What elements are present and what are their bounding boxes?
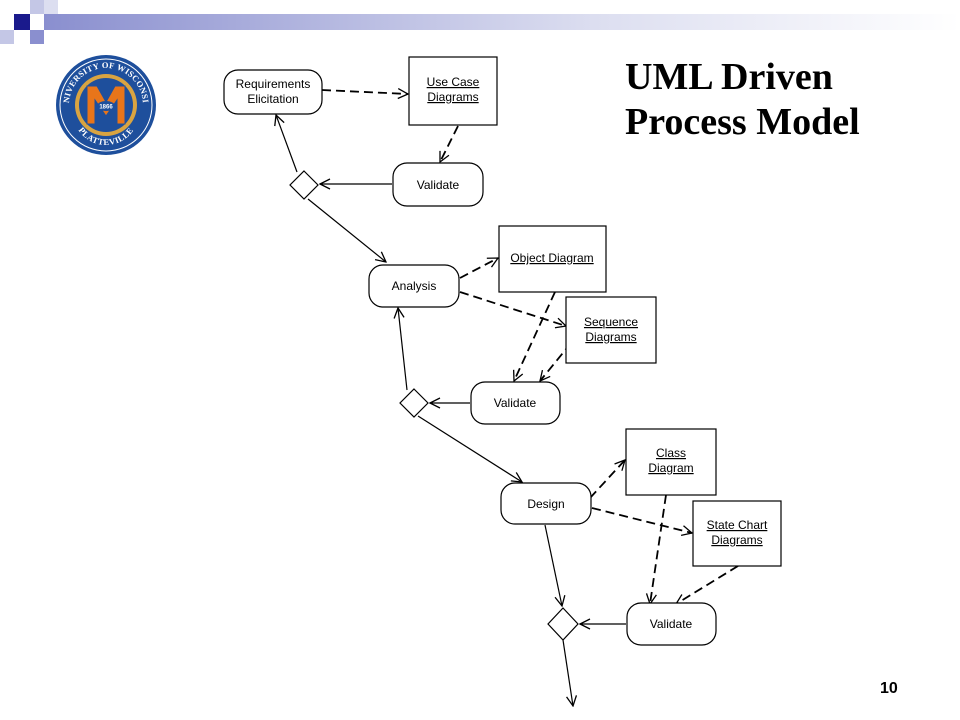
header-gradient-bar bbox=[44, 14, 960, 30]
flow-arrow bbox=[417, 415, 522, 482]
corner-square-dark bbox=[14, 14, 30, 30]
artifact-label: Object Diagram bbox=[510, 251, 593, 265]
activity-label: Validate bbox=[417, 178, 460, 192]
artifact-label: Diagrams bbox=[585, 330, 636, 344]
artifact-object-diagram: Object Diagram bbox=[498, 225, 607, 293]
artifact-class-diagram: Class Diagram bbox=[625, 428, 717, 496]
flow-arrow bbox=[544, 524, 562, 606]
artifact-label: Use Case bbox=[427, 75, 480, 89]
slide-title: UML Driven Process Model bbox=[625, 55, 860, 145]
dependency-arrow bbox=[459, 257, 498, 279]
slide-title-line-2: Process Model bbox=[625, 101, 860, 143]
dependency-arrow bbox=[591, 507, 692, 533]
corner-decoration bbox=[0, 0, 960, 44]
activity-design: Design bbox=[500, 482, 592, 525]
activity-validate-1: Validate bbox=[392, 162, 484, 207]
flow-arrow bbox=[398, 308, 408, 391]
activity-requirements-elicitation: Requirements Elicitation bbox=[223, 69, 323, 115]
page-number: 10 bbox=[880, 680, 898, 697]
activity-validate-2: Validate bbox=[470, 381, 561, 425]
university-seal-logo: UNIVERSITY OF WISCONSIN PLATTEVILLE 1866 bbox=[55, 54, 156, 155]
artifact-state-chart-diagrams: State Chart Diagrams bbox=[692, 500, 782, 567]
dependency-arrow bbox=[459, 291, 566, 326]
flow-arrow bbox=[562, 639, 573, 706]
dependency-arrow bbox=[514, 291, 556, 381]
dependency-arrow bbox=[650, 494, 667, 604]
corner-square-faint bbox=[44, 0, 58, 14]
slide-title-line-1: UML Driven bbox=[625, 56, 833, 98]
activity-label: Validate bbox=[494, 396, 537, 410]
activity-label: Elicitation bbox=[247, 92, 298, 106]
dependency-arrow bbox=[321, 90, 408, 94]
artifact-sequence-diagrams: Sequence Diagrams bbox=[565, 296, 657, 364]
activity-analysis: Analysis bbox=[368, 264, 460, 308]
dependency-arrow bbox=[439, 125, 459, 162]
artifact-label: Sequence bbox=[584, 315, 638, 329]
dependency-arrow bbox=[540, 331, 581, 381]
activity-label: Requirements bbox=[236, 77, 311, 91]
flow-arrow bbox=[307, 198, 386, 262]
corner-square-mid bbox=[30, 30, 44, 44]
artifact-label: Diagrams bbox=[427, 90, 478, 104]
artifact-label: Diagram bbox=[648, 461, 693, 475]
decision-diamond bbox=[399, 388, 429, 418]
activity-label: Validate bbox=[650, 617, 693, 631]
artifact-use-case-diagrams: Use Case Diagrams bbox=[408, 56, 498, 126]
activity-label: Design bbox=[527, 497, 564, 511]
decision-diamond bbox=[289, 170, 319, 200]
decision-diamond bbox=[547, 607, 579, 641]
activity-validate-3: Validate bbox=[626, 602, 717, 646]
dependency-arrow bbox=[589, 460, 625, 499]
artifact-label: State Chart bbox=[707, 518, 768, 532]
flow-arrow bbox=[276, 115, 298, 173]
corner-square-light bbox=[30, 0, 44, 14]
artifact-label: Class bbox=[656, 446, 686, 460]
dependency-arrow bbox=[676, 565, 739, 605]
activity-label: Analysis bbox=[392, 279, 437, 293]
seal-year: 1866 bbox=[99, 105, 113, 111]
corner-square-light bbox=[0, 30, 14, 44]
artifact-label: Diagrams bbox=[711, 533, 762, 547]
